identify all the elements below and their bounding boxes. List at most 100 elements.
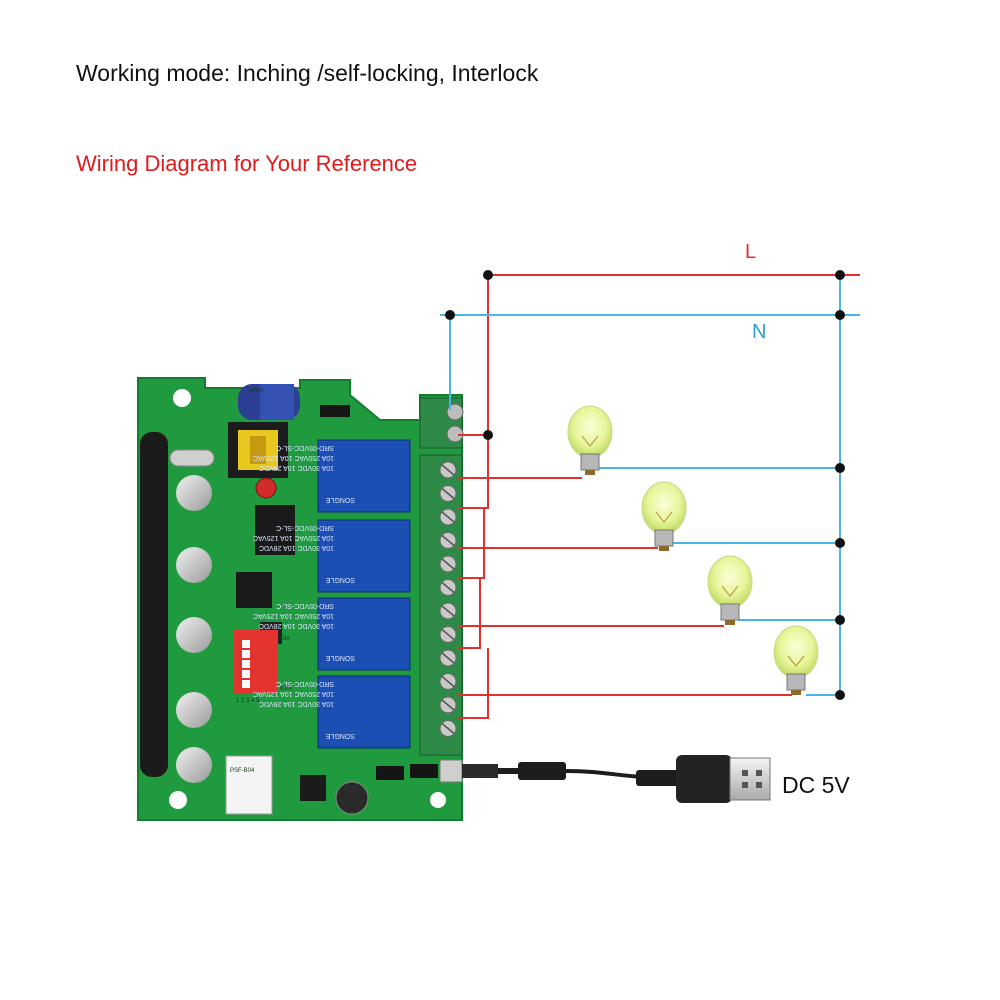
mount-hole — [173, 389, 191, 407]
wiring — [440, 270, 860, 719]
connector — [376, 766, 404, 780]
crystal-oscillator — [169, 449, 215, 467]
screw-slot — [441, 558, 455, 570]
neutral-label: N — [752, 321, 766, 343]
relay-body — [317, 597, 411, 671]
relay: SRD-05VDC-SL-C 10A 250VAC 10A 125VAC 10A 3… — [253, 439, 411, 513]
mount-hole — [430, 792, 446, 808]
relay-model: SRD-05VDC-SL-C — [276, 444, 334, 451]
bulb-base — [654, 529, 674, 547]
bulb-filament — [655, 511, 673, 523]
bulb-tip — [585, 470, 595, 475]
bulb-tip — [791, 690, 801, 695]
relay: SRD-05VDC-SL-C 10A 250VAC 10A 125VAC 10A 3… — [253, 519, 411, 593]
dip-numbers-label: 1 2 3 4 5 — [236, 698, 260, 704]
bulb-tip — [725, 620, 735, 625]
junction-dot — [835, 310, 845, 320]
usb-strain-relief — [636, 770, 680, 786]
screw-slot — [441, 511, 455, 523]
push-button — [176, 617, 212, 653]
button-rail — [140, 432, 168, 777]
screw-slot — [441, 581, 455, 594]
relay-rating: 10A 250VAC 10A 125VAC — [253, 690, 334, 697]
relay-rating-dc: 10A 30VDC 10A 28VDC — [259, 544, 334, 551]
junction-dot — [483, 270, 493, 280]
dip-on-label: ON — [280, 636, 289, 642]
junction-dot — [835, 615, 845, 625]
wifi-module: PSF-B04 — [225, 755, 273, 815]
push-button — [176, 475, 212, 511]
relay-body — [317, 675, 411, 749]
small-capacitor — [255, 477, 277, 499]
micro-usb-plug — [462, 764, 498, 778]
dip-switch — [234, 630, 278, 694]
live-jumper — [458, 435, 489, 509]
bulb-glass — [773, 625, 819, 679]
usb-a-housing — [676, 755, 732, 803]
screw-slot — [441, 534, 455, 547]
relays: SRD-05VDC-SL-C 10A 250VAC 10A 125VAC 10A 3… — [253, 439, 411, 749]
live-jumper — [458, 508, 485, 579]
relay-rating-dc: 10A 30VDC 10A 28VDC — [259, 622, 334, 629]
light-bulb-icon — [567, 405, 613, 475]
electrolytic-capacitor: AISHI — [238, 384, 300, 420]
module-label: PSF-B04 — [230, 768, 255, 774]
screw-slot — [441, 464, 455, 476]
bulb-glass — [641, 481, 687, 535]
power-label: DC 5V — [782, 772, 850, 798]
relay-brand: SONGLE — [325, 576, 355, 583]
relay-rating: 10A 250VAC 10A 125VAC — [253, 534, 334, 541]
live-jumper — [458, 648, 489, 719]
diode — [320, 405, 350, 417]
bulb-base — [720, 603, 740, 621]
bulb-glass — [567, 405, 613, 459]
page-title: Working mode: Inching /self-locking, Int… — [76, 60, 539, 86]
screw-slot — [441, 675, 455, 688]
cable-sleeve — [518, 762, 566, 780]
junction-dot — [835, 690, 845, 700]
junction-dot — [835, 538, 845, 548]
junction-dot — [445, 310, 455, 320]
relay-rating: 10A 250VAC 10A 125VAC — [253, 612, 334, 619]
bulb-tip — [659, 546, 669, 551]
capacitor-brand: AISHI — [248, 388, 264, 394]
relay-body — [317, 519, 411, 593]
usb-cable — [462, 755, 771, 803]
bulb-glass — [707, 555, 753, 609]
bulb-base — [786, 673, 806, 691]
relay-model: SRD-05VDC-SL-C — [276, 602, 334, 609]
diagram-subtitle: Wiring Diagram for Your Reference — [76, 151, 418, 176]
bulb-filament — [787, 655, 805, 667]
bottom-capacitor — [335, 781, 369, 815]
regulator — [300, 775, 326, 801]
relay-rating-dc: 10A 30VDC 10A 28VDC — [259, 464, 334, 471]
light-bulb-icon — [707, 555, 753, 625]
usb-port — [439, 759, 463, 783]
push-button — [176, 692, 212, 728]
relay-model: SRD-05VDC-SL-C — [276, 680, 334, 687]
bulb-filament — [581, 435, 599, 447]
screw-slot — [441, 699, 455, 711]
light-bulb-icon — [773, 625, 819, 695]
junction-dot — [483, 430, 493, 440]
screw-slot — [441, 487, 455, 500]
microcontroller — [236, 572, 272, 608]
live-jumper — [458, 578, 481, 649]
ic-chip — [255, 505, 295, 555]
relay: SRD-05VDC-SL-C 10A 250VAC 10A 125VAC 10A 3… — [253, 597, 411, 671]
relay-rating: 10A 250VAC 10A 125VAC — [253, 454, 334, 461]
light-bulb-icon — [641, 481, 687, 551]
junction-dot — [835, 463, 845, 473]
relay-brand: SONGLE — [325, 732, 355, 739]
mount-hole — [169, 791, 187, 809]
screw-slot — [441, 652, 455, 664]
live-label: L — [745, 241, 756, 263]
dip-kxx-label: KXX — [280, 686, 292, 692]
power-transformer — [228, 422, 288, 478]
push-buttons — [176, 475, 212, 783]
usb-a-connector — [729, 757, 771, 801]
push-button — [176, 747, 212, 783]
relay-model: SRD-05VDC-SL-C — [276, 524, 334, 531]
